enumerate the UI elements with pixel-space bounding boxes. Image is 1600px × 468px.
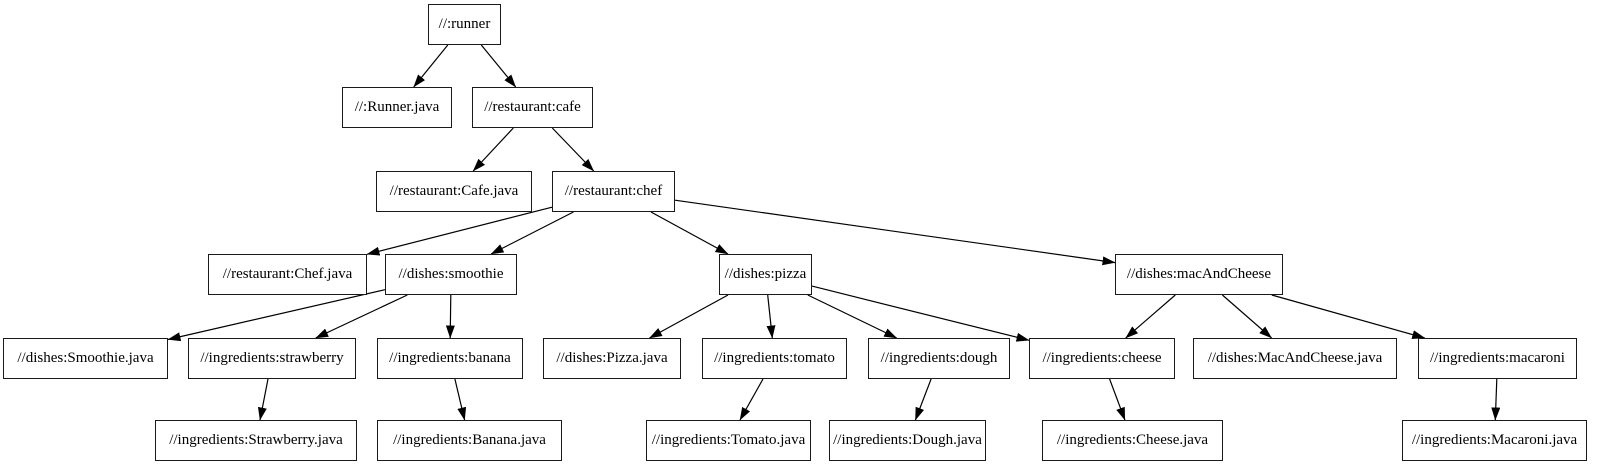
graph-edge-cafe-cafe_java	[472, 127, 514, 172]
graph-node-banana: //ingredients:banana	[377, 338, 523, 379]
graph-node-macandcheese_java: //dishes:MacAndCheese.java	[1193, 338, 1397, 379]
graph-edge-strawberry-strawberry_java	[257, 378, 269, 421]
graph-edge-tomato-tomato_java	[739, 378, 764, 421]
graph-node-strawberry_java: //ingredients:Strawberry.java	[155, 420, 357, 461]
graph-node-cheese_java: //ingredients:Cheese.java	[1042, 420, 1223, 461]
graph-node-smoothie_java: //dishes:Smoothie.java	[3, 338, 168, 379]
graph-edge-dough-dough_java	[914, 378, 932, 421]
graph-node-smoothie: //dishes:smoothie	[385, 254, 517, 295]
graph-node-chef_java: //restaurant:Chef.java	[208, 254, 367, 295]
graph-edge-macandcheese-macaroni	[1271, 294, 1426, 339]
graph-node-cafe_java: //restaurant:Cafe.java	[376, 171, 532, 212]
graph-node-dough: //ingredients:dough	[868, 338, 1010, 379]
graph-edge-macaroni-macaroni_java	[1491, 378, 1501, 421]
graph-node-tomato: //ingredients:tomato	[702, 338, 847, 379]
graph-node-runner: //:runner	[428, 4, 501, 45]
graph-edge-macandcheese-cheese	[1125, 294, 1176, 339]
graph-node-strawberry: //ingredients:strawberry	[188, 338, 356, 379]
graph-edge-chef-macandcheese	[674, 199, 1116, 266]
graph-node-runner_java: //:Runner.java	[342, 87, 452, 128]
graph-edge-smoothie-banana	[445, 294, 455, 339]
graph-node-dough_java: //ingredients:Dough.java	[829, 420, 986, 461]
graph-edge-pizza-dough	[807, 294, 898, 339]
graph-edge-cheese-cheese_java	[1109, 378, 1126, 421]
graph-edge-smoothie-strawberry	[315, 294, 408, 339]
graph-edge-cafe-chef	[551, 127, 595, 172]
graph-edge-chef-chef_java	[366, 206, 553, 256]
graph-node-cheese: //ingredients:cheese	[1029, 338, 1175, 379]
graph-node-chef: //restaurant:chef	[552, 171, 675, 212]
graph-edge-pizza-cheese	[811, 285, 1030, 342]
graph-edge-runner-cafe	[480, 44, 517, 88]
graph-node-pizza: //dishes:pizza	[719, 254, 812, 295]
graph-node-macaroni: //ingredients:macaroni	[1418, 338, 1577, 379]
graph-edge-smoothie-smoothie_java	[167, 289, 386, 342]
graph-edge-chef-pizza	[650, 211, 729, 255]
graph-node-banana_java: //ingredients:Banana.java	[377, 420, 562, 461]
graph-node-pizza_java: //dishes:Pizza.java	[543, 338, 681, 379]
graph-node-tomato_java: //ingredients:Tomato.java	[646, 420, 811, 461]
graph-node-macandcheese: //dishes:macAndCheese	[1115, 254, 1283, 295]
graph-edge-pizza-tomato	[766, 294, 776, 339]
graph-edge-pizza-pizza_java	[649, 294, 729, 339]
graph-edge-banana-banana_java	[454, 378, 467, 421]
graph-edge-macandcheese-macandcheese_java	[1222, 294, 1272, 339]
graph-node-cafe: //restaurant:cafe	[472, 87, 593, 128]
graph-edge-runner-runner_java	[413, 44, 449, 88]
graph-edge-chef-smoothie	[490, 211, 574, 255]
graph-node-macaroni_java: //ingredients:Macaroni.java	[1402, 420, 1587, 461]
